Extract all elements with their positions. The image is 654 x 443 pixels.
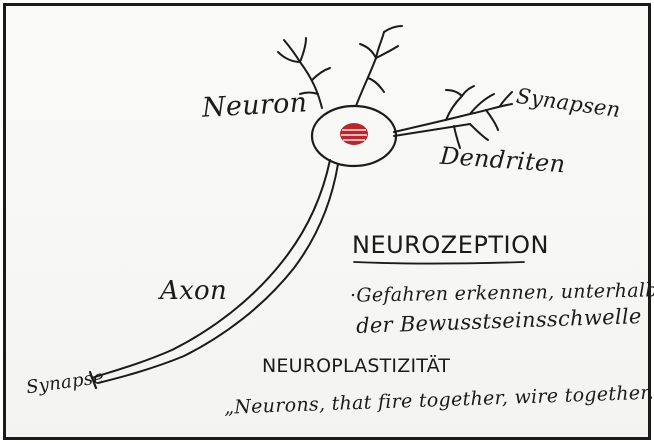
heading-neuroplastizitaet: NEUROPLASTIZITÄT xyxy=(262,355,450,377)
dendrite-top xyxy=(356,26,402,106)
neurozeption-underline xyxy=(354,262,524,264)
heading-neurozeption: NEUROZEPTION xyxy=(352,231,549,259)
label-axon: Axon xyxy=(160,276,227,306)
nucleus xyxy=(340,123,368,145)
dendrite-right xyxy=(394,86,512,148)
axon-line xyxy=(92,160,338,383)
label-neuron: Neuron xyxy=(201,87,308,123)
